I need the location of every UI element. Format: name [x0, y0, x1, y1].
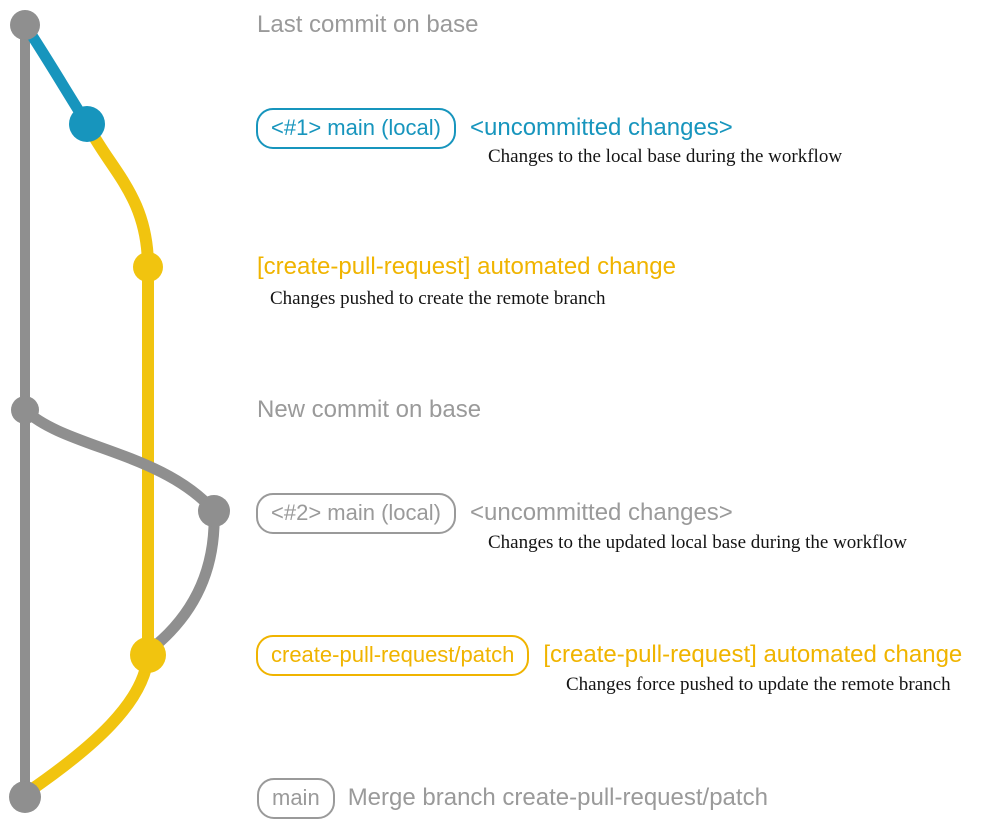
annotation-automated-change-1: [create-pull-request] automated change [257, 255, 676, 279]
uncommitted-changes-text-2: <uncommitted changes> [469, 499, 733, 526]
last-commit-text: Last commit on base [257, 11, 479, 38]
branch-label-main: main [257, 777, 335, 819]
annotation-local-main-2: <#2> main (local) <uncommitted changes> [256, 492, 733, 534]
uncommitted-changes-text-1: <uncommitted changes> [469, 114, 733, 141]
branch-label-main-local-2: <#2> main (local) [256, 492, 456, 534]
local-main2-to-patch-curve [144, 505, 220, 656]
commit-message-automated-1: [create-pull-request] automated change [257, 253, 676, 280]
new-base-to-local-main2-curve [19, 404, 220, 517]
commit-dot-local-main-2 [198, 495, 230, 527]
annotation-new-commit: New commit on base [257, 398, 481, 422]
patch-branch-curve-top [81, 118, 154, 273]
note-local-main-1: Changes to the local base during the wor… [488, 146, 843, 167]
commit-dot-new-base [11, 396, 39, 424]
annotation-local-main-1: <#1> main (local) <uncommitted changes> [256, 107, 733, 149]
commit-dot-automated-change-2 [130, 637, 166, 673]
commit-dot-last-base [10, 10, 40, 40]
note-automated-change-1: Changes pushed to create the remote bran… [270, 288, 606, 309]
branch-label-main-local-1: <#1> main (local) [256, 107, 456, 149]
annotation-last-commit: Last commit on base [257, 13, 478, 37]
note-local-main-2: Changes to the updated local base during… [488, 532, 907, 553]
merge-commit-text: Merge branch create-pull-request/patch [347, 784, 768, 811]
commit-dot-merge [9, 781, 41, 813]
new-commit-text: New commit on base [257, 396, 482, 423]
patch-merge-curve [22, 649, 154, 798]
annotation-automated-change-2: create-pull-request/patch [create-pull-r… [256, 634, 963, 676]
commit-dot-automated-change-1 [133, 252, 163, 282]
annotation-merge: main Merge branch create-pull-request/pa… [257, 777, 768, 819]
note-automated-change-2: Changes force pushed to update the remot… [566, 674, 951, 695]
branch-label-patch: create-pull-request/patch [256, 634, 530, 676]
commit-message-automated-2: [create-pull-request] automated change [543, 641, 963, 668]
commit-dot-local-main-1 [69, 106, 105, 142]
